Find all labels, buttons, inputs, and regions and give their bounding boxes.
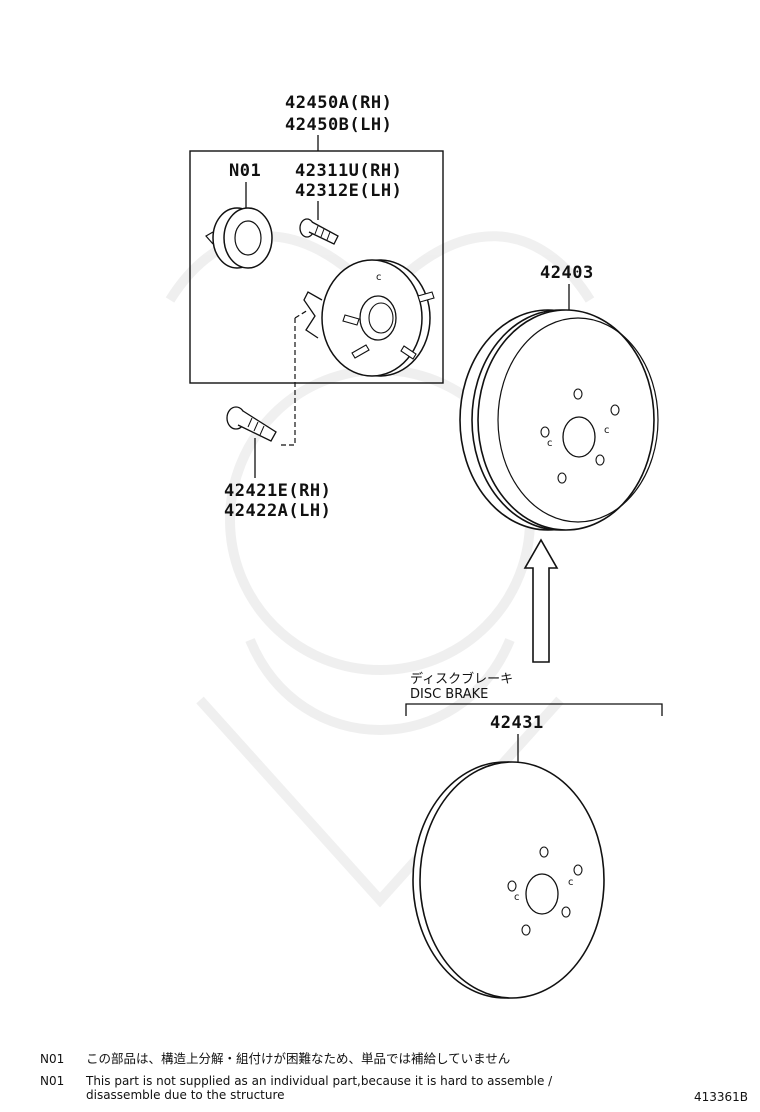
disc-brake-caption-english: DISC BRAKE xyxy=(410,687,489,702)
direction-arrow xyxy=(523,538,559,663)
figure-code: 413361B xyxy=(693,1090,748,1104)
hub-assembly-group: 42450A(RH) 42450B(LH) xyxy=(189,93,444,384)
svg-text:c: c xyxy=(604,425,610,436)
disc-rotor-part-number: 42431 xyxy=(490,713,544,733)
hub-bolt: 42311U(RH) 42312E(LH) xyxy=(295,161,402,245)
note-code: N01 xyxy=(40,1074,65,1088)
note-code: N01 xyxy=(40,1052,65,1066)
mounting-bolt-part-number-rh: 42421E(RH) xyxy=(224,481,331,501)
brake-drum: 42403 c c xyxy=(459,263,659,531)
hub-bolt-part-number-rh: 42311U(RH) xyxy=(295,161,402,181)
note-japanese: N01 この部品は、構造上分解・組付けが困難なため、単品では補給していません xyxy=(40,1051,606,1067)
hub-bolt-part-number-lh: 42312E(LH) xyxy=(295,181,402,201)
brake-drum-part-number: 42403 xyxy=(540,263,594,283)
note-text: この部品は、構造上分解・組付けが困難なため、単品では補給していません xyxy=(86,1051,511,1066)
svg-text:c: c xyxy=(514,892,520,903)
disc-rotor: 42431 c c xyxy=(412,713,605,999)
bearing-ring: N01 xyxy=(205,161,273,269)
hub-assembly-part-number-lh: 42450B(LH) xyxy=(285,115,392,135)
note-english: N01 This part is not supplied as an indiv… xyxy=(40,1074,606,1102)
mounting-bolt-part-number-lh: 42422A(LH) xyxy=(224,501,331,521)
hub-assembly-part-number-rh: 42450A(RH) xyxy=(285,93,392,113)
mounting-bolt: 42421E(RH) 42422A(LH) xyxy=(224,309,331,521)
note-text: This part is not supplied as an individu… xyxy=(86,1074,553,1102)
hub-assembly-box xyxy=(189,150,444,384)
svg-text:c: c xyxy=(547,438,553,449)
disc-brake-caption-japanese: ディスクブレーキ xyxy=(410,672,514,687)
bearing-note-ref: N01 xyxy=(229,161,261,181)
svg-text:c: c xyxy=(376,272,382,283)
disc-brake-bracket xyxy=(405,703,663,716)
hub-flange: c xyxy=(303,259,435,377)
svg-text:c: c xyxy=(568,877,574,888)
